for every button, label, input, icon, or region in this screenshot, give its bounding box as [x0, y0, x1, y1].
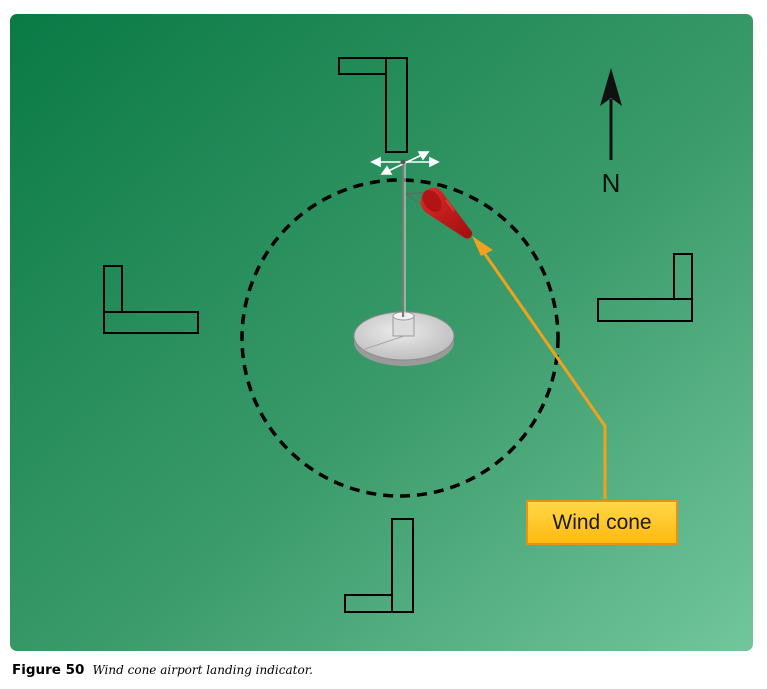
- callout-box: [526, 500, 678, 545]
- landing-strip-indicator-right: [597, 253, 693, 322]
- landing-strip-indicator-bottom: [344, 518, 414, 613]
- landing-strip-indicator-top: [338, 57, 408, 153]
- north-arrow-icon: [600, 68, 622, 160]
- landing-strip-indicator-left: [103, 265, 199, 334]
- callout-arrowhead: [472, 236, 493, 256]
- callout-label: Wind cone: [552, 511, 651, 534]
- caption-label: Figure 50: [12, 662, 85, 678]
- segmented-circle: [240, 178, 560, 498]
- figure-panel: N: [10, 14, 753, 651]
- callout-leader-line: [478, 246, 607, 499]
- north-label: N: [602, 168, 621, 198]
- figure-caption: Figure 50 Wind cone airport landing indic…: [12, 661, 313, 679]
- wind-cone-base: [353, 311, 455, 366]
- caption-text: Wind cone airport landing indicator.: [92, 663, 313, 677]
- wind-cone-diagram: N: [10, 14, 753, 651]
- wind-cone-icon: [405, 187, 473, 239]
